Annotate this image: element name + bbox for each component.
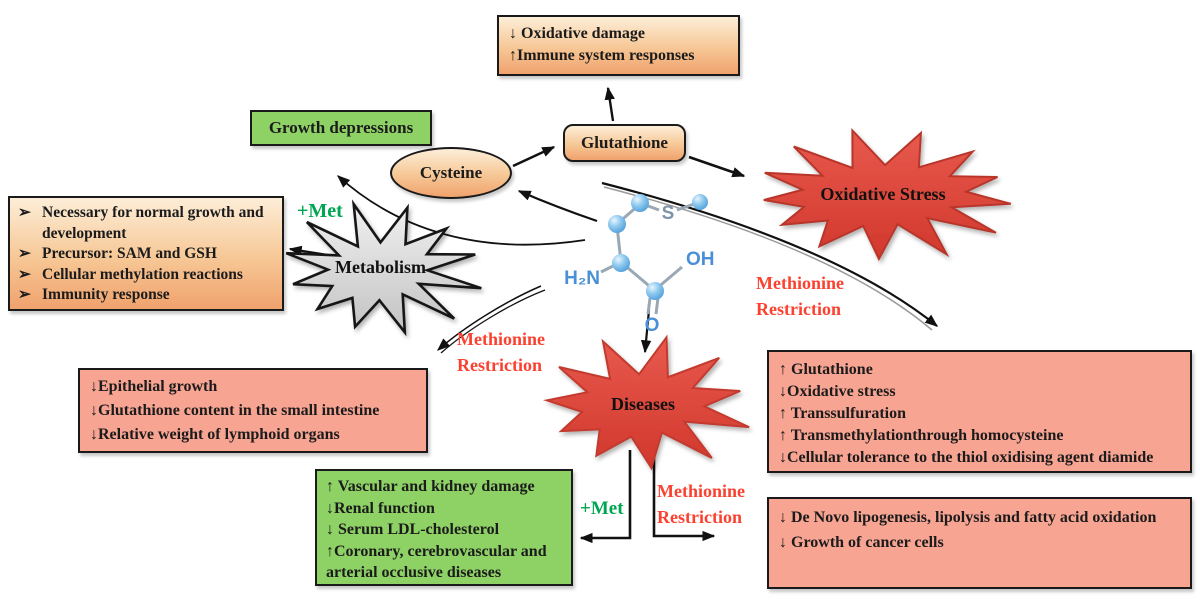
effect-line: ↑Coronary, cerebrovascular and arterial … [326,542,547,582]
function-text: Immunity response [42,286,170,303]
effect-line: ↓Glutathione content in the small intest… [90,402,380,419]
plus-met-effects-box: ↑ Vascular and kidney damage ↓Renal func… [315,469,573,586]
function-item: ➢ Necessary for normal growth and develo… [18,203,274,244]
cysteine-label: Cysteine [419,163,483,182]
effect-line: ↓Renal function [326,499,435,517]
arrow-mr-to-left-pink [437,285,542,351]
plus-met-lower-label: +Met [580,498,624,519]
effect-line: ↑ Vascular and kidney damage [326,478,535,495]
oxidative-stress-label: Oxidative Stress [820,184,946,204]
arrow-methionine-to-cysteine [517,189,598,223]
function-item: ➢ Immunity response [18,285,274,306]
effect-line: ↑ Glutathione [779,361,873,378]
effect-line: ↓ Growth of cancer cells [779,534,944,551]
metabolism-starburst [285,199,482,337]
arrow-cysteine-to-glutathione [512,145,556,168]
arrow-mr-to-left-pink-shadow [440,289,546,354]
cysteine-node: Cysteine [390,147,512,199]
function-text: Precursor: SAM and GSH [42,245,217,262]
metabolism-label: Metabolism [335,257,426,277]
function-item: ➢ Cellular methylation reactions [18,265,274,286]
methionine-functions-box: ➢ Necessary for normal growth and develo… [8,196,284,311]
arrow-glutathione-to-oxidative-stress [688,155,746,178]
growth-depressions-box: Growth depressions [250,110,432,146]
amine-group-label: H₂N [564,268,600,289]
glutathione-label: Glutathione [581,133,668,152]
function-item: ➢ Precursor: SAM and GSH [18,244,274,265]
effect-line: ↓ De Novo lipogenesis, lipolysis and fat… [779,509,1157,526]
arrow-plusmet-to-growth-depressions [337,175,586,246]
effect-line: ↑ Transmethylationthrough homocysteine [779,427,1064,444]
effect-line: ↓Epithelial growth [90,378,218,395]
mr-left-effects-box: ↓Epithelial growth ↓Glutathione content … [78,368,428,453]
hydroxyl-group-label: OH [686,249,715,270]
arrow-bullet-icon: ➢ [18,286,31,303]
effect-line: ↓ Serum LDL-cholesterol [326,521,500,538]
arrow-bullet-icon: ➢ [18,245,31,262]
methionine-restriction-center-label: Methionine Restriction [457,329,545,375]
effect-line: ↓ Oxidative damage [509,25,645,42]
methionine-molecule-icon: H₂N S OH O [564,194,715,336]
oxidative-stress-starburst [763,127,1012,262]
function-text: Necessary for normal growth and developm… [42,204,264,242]
oxidative-damage-effects-box: ↓ Oxidative damage ↑Immune system respon… [497,15,740,76]
mr-bottom-right-effects-box: ↓ De Novo lipogenesis, lipolysis and fat… [767,497,1192,589]
effect-line: ↓Relative weight of lymphoid organs [90,426,340,443]
effect-line: ↑ Transsulfuration [779,405,906,422]
function-text: Cellular methylation reactions [42,265,243,283]
arrow-layer [288,86,939,544]
effect-line: ↓Oxidative stress [779,383,896,400]
diseases-label: Diseases [611,394,675,414]
arrow-glutathione-to-topbox [604,86,615,122]
effect-line: ↓Cellular tolerance to the thiol oxidisi… [779,449,1154,466]
mr-right-effects-box: ↑ Glutathione ↓Oxidative stress ↑ Transs… [767,350,1192,473]
arrow-bullet-icon: ➢ [18,204,31,221]
arrow-diseases-to-bottom-right-pink [652,452,716,542]
growth-depressions-label: Growth depressions [268,118,414,137]
methionine-restriction-bottom-label: Methionine Restriction [657,481,745,527]
diseases-starburst [542,334,750,471]
arrow-diseases-to-green-box [579,450,632,544]
arrow-mr-to-right-pink [601,181,939,327]
methionine-restriction-right-label: Methionine Restriction [756,273,844,319]
arrow-bullet-icon: ➢ [18,265,31,283]
arrow-methionine-to-diseases [640,309,652,354]
sulfur-atom-label: S [662,203,675,224]
plus-met-upper-label: +Met [297,200,343,222]
glutathione-node: Glutathione [563,124,686,162]
oxygen-atom-label: O [645,315,660,336]
effect-line: ↑Immune system responses [509,47,695,64]
